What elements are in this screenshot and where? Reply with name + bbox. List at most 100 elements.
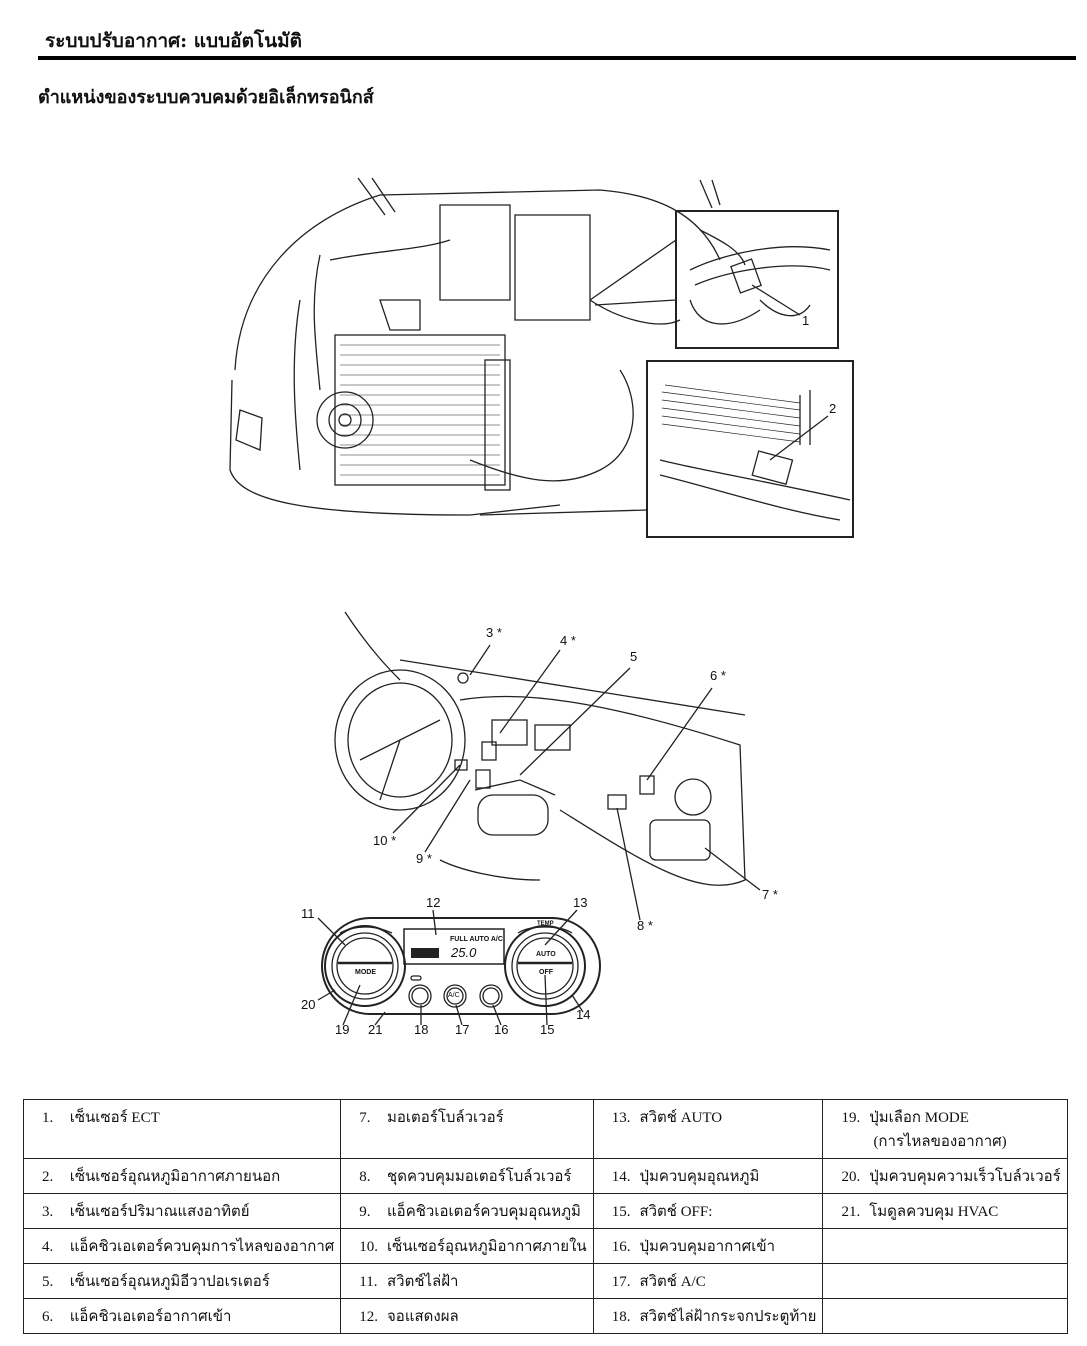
callout-8: 8 * bbox=[637, 918, 653, 933]
hvac-control-panel bbox=[317, 909, 601, 1026]
legend-label: ปุ่มเลือก MODE bbox=[869, 1110, 969, 1126]
legend-item: 3. เซ็นเซอร์ปริมาณแสงอาทิตย์ bbox=[22, 1193, 342, 1229]
legend-label: จอแสดงผล bbox=[387, 1309, 459, 1325]
legend-label: สวิตช์ A/C bbox=[639, 1274, 706, 1290]
legend-label: สวิตช์ไล่ฝ้า bbox=[387, 1274, 459, 1290]
legend-number: 14. bbox=[611, 1169, 631, 1185]
ect-sensor-inset bbox=[589, 210, 839, 349]
ambient-sensor-inset bbox=[646, 360, 854, 538]
callout-6: 6 * bbox=[710, 668, 726, 683]
legend-item: 13. สวิตช์ AUTO bbox=[592, 1099, 824, 1159]
legend-label: สวิตช์ไล่ฝ้ากระจกประตูท้าย bbox=[639, 1309, 817, 1325]
legend-item: 17. สวิตช์ A/C bbox=[592, 1263, 824, 1299]
legend-item: 21. โมดูลควบคุม HVAC bbox=[822, 1193, 1068, 1229]
engine-bay-illustration bbox=[229, 177, 721, 516]
legend-item: 6. แอ็คชิวเอเตอร์อากาศเข้า bbox=[22, 1298, 342, 1334]
legend-item: 1. เซ็นเซอร์ ECT bbox=[22, 1099, 342, 1159]
legend-number: 11. bbox=[359, 1274, 378, 1290]
legend-label: เซ็นเซอร์อุณหภูมิอากาศภายใน bbox=[387, 1239, 587, 1255]
legend-item: 5. เซ็นเซอร์อุณหภูมิอีวาปอเรเตอร์ bbox=[22, 1263, 342, 1299]
legend-number: 5. bbox=[42, 1274, 54, 1290]
legend-number: 7. bbox=[359, 1110, 371, 1126]
legend-item: 2. เซ็นเซอร์อุณหภูมิอากาศภายนอก bbox=[22, 1158, 342, 1194]
temp-label: TEMP bbox=[537, 921, 554, 927]
legend-number: 1. bbox=[42, 1110, 54, 1126]
legend-item: 10. เซ็นเซอร์อุณหภูมิอากาศภายใน bbox=[340, 1228, 594, 1264]
callout-4: 4 * bbox=[560, 633, 576, 648]
legend-number: 10. bbox=[359, 1239, 379, 1255]
legend-label: ปุ่มควบคุมอุณหภูมิ bbox=[639, 1169, 760, 1185]
legend-number: 20. bbox=[841, 1169, 861, 1185]
legend-item: 16. ปุ่มควบคุมอากาศเข้า bbox=[592, 1228, 824, 1264]
legend-label: (การไหลของอากาศ) bbox=[873, 1134, 1007, 1150]
legend-label: มอเตอร์โบล์วเวอร์ bbox=[387, 1110, 504, 1126]
legend-number: 2. bbox=[42, 1169, 54, 1185]
legend-number: 13. bbox=[611, 1110, 631, 1126]
component-location-illustrations bbox=[229, 177, 854, 1026]
legend-empty-cell bbox=[822, 1228, 1068, 1264]
legend-label: แอ็คชิวเอเตอร์ควบคุมอุณหภูมิ bbox=[387, 1204, 581, 1220]
auto-knob-label: AUTO bbox=[536, 951, 556, 958]
mode-knob-label: MODE bbox=[355, 969, 376, 976]
legend-item: 8. ชุดควบคุมมอเตอร์โบล์วเวอร์ bbox=[340, 1158, 594, 1194]
legend-label: สวิตช์ OFF: bbox=[639, 1204, 713, 1220]
legend-number: 12. bbox=[359, 1309, 379, 1325]
callout-14: 14 bbox=[576, 1007, 591, 1022]
legend-item: 14. ปุ่มควบคุมอุณหภูมิ bbox=[592, 1158, 824, 1194]
legend-item: 20. ปุ่มควบคุมความเร็วโบล์วเวอร์ bbox=[822, 1158, 1068, 1194]
callout-7: 7 * bbox=[762, 887, 778, 902]
component-legend-table: 1. เซ็นเซอร์ ECT 7. มอเตอร์โบล์วเวอร์ 13… bbox=[22, 1099, 1068, 1334]
legend-number: 18. bbox=[611, 1309, 631, 1325]
legend-label: เซ็นเซอร์ปริมาณแสงอาทิตย์ bbox=[69, 1204, 250, 1220]
legend-number: 15. bbox=[611, 1204, 631, 1220]
off-knob-label: OFF bbox=[539, 969, 553, 976]
section-title: ตำแหน่งของระบบควบคมด้วยอิเล็กทรอนิกส์ bbox=[38, 87, 374, 108]
legend-number: 19. bbox=[841, 1110, 861, 1126]
legend-label: ปุ่มควบคุมความเร็วโบล์วเวอร์ bbox=[869, 1169, 1061, 1185]
callout-2: 2 bbox=[829, 401, 837, 416]
legend-empty-cell bbox=[822, 1298, 1068, 1334]
callout-16: 16 bbox=[494, 1022, 509, 1037]
legend-label: โมดูลควบคุม HVAC bbox=[869, 1204, 999, 1220]
header-rule bbox=[38, 56, 1076, 60]
legend-number: 21. bbox=[841, 1204, 861, 1220]
callout-11: 11 bbox=[301, 906, 315, 921]
legend-empty-cell bbox=[822, 1263, 1068, 1299]
callout-3: 3 * bbox=[486, 625, 502, 640]
callout-18: 18 bbox=[414, 1022, 429, 1037]
page-header-title: ระบบปรับอากาศ: แบบอัตโนมัติ bbox=[45, 30, 302, 52]
legend-number: 3. bbox=[42, 1204, 54, 1220]
legend-item: 4. แอ็คชิวเอเตอร์ควบคุมการไหลของอากาศ bbox=[22, 1228, 342, 1264]
legend-number: 9. bbox=[359, 1204, 371, 1220]
legend-item: 15. สวิตช์ OFF: bbox=[592, 1193, 824, 1229]
legend-label: เซ็นเซอร์อุณหภูมิอากาศภายนอก bbox=[69, 1169, 281, 1185]
legend-item: 18. สวิตช์ไล่ฝ้ากระจกประตูท้าย bbox=[592, 1298, 824, 1334]
callout-15: 15 bbox=[540, 1022, 555, 1037]
legend-label: เซ็นเซอร์ ECT bbox=[69, 1110, 160, 1126]
legend-item: 7. มอเตอร์โบล์วเวอร์ bbox=[340, 1099, 594, 1159]
legend-number: 8. bbox=[359, 1169, 371, 1185]
legend-label: แอ็คชิวเอเตอร์ควบคุมการไหลของอากาศ bbox=[69, 1239, 335, 1255]
callout-10: 10 * bbox=[373, 833, 397, 848]
display-mode-text: FULL AUTO A/C bbox=[450, 936, 503, 943]
display-temp-text: 25.0 bbox=[451, 945, 477, 960]
legend-label: ปุ่มควบคุมอากาศเข้า bbox=[639, 1239, 776, 1255]
callout-21: 21 bbox=[368, 1022, 383, 1037]
dashboard-illustration bbox=[334, 611, 761, 921]
legend-item: 12. จอแสดงผล bbox=[340, 1298, 594, 1334]
legend-label: สวิตช์ AUTO bbox=[639, 1110, 723, 1126]
legend-number: 17. bbox=[611, 1274, 631, 1290]
legend-item: 19. ปุ่มเลือก MODE (การไหลของอากาศ) bbox=[822, 1099, 1068, 1159]
callout-17: 17 bbox=[455, 1022, 470, 1037]
callout-9: 9 * bbox=[416, 851, 432, 866]
legend-number: 6. bbox=[42, 1309, 54, 1325]
callout-5: 5 bbox=[630, 649, 638, 664]
legend-label: เซ็นเซอร์อุณหภูมิอีวาปอเรเตอร์ bbox=[69, 1274, 270, 1290]
legend-number: 4. bbox=[42, 1239, 54, 1255]
callout-1: 1 bbox=[802, 313, 810, 328]
callout-12: 12 bbox=[426, 895, 441, 910]
legend-label: แอ็คชิวเอเตอร์อากาศเข้า bbox=[69, 1309, 232, 1325]
legend-item: 9. แอ็คชิวเอเตอร์ควบคุมอุณหภูมิ bbox=[340, 1193, 594, 1229]
legend-item: 11. สวิตช์ไล่ฝ้า bbox=[340, 1263, 594, 1299]
